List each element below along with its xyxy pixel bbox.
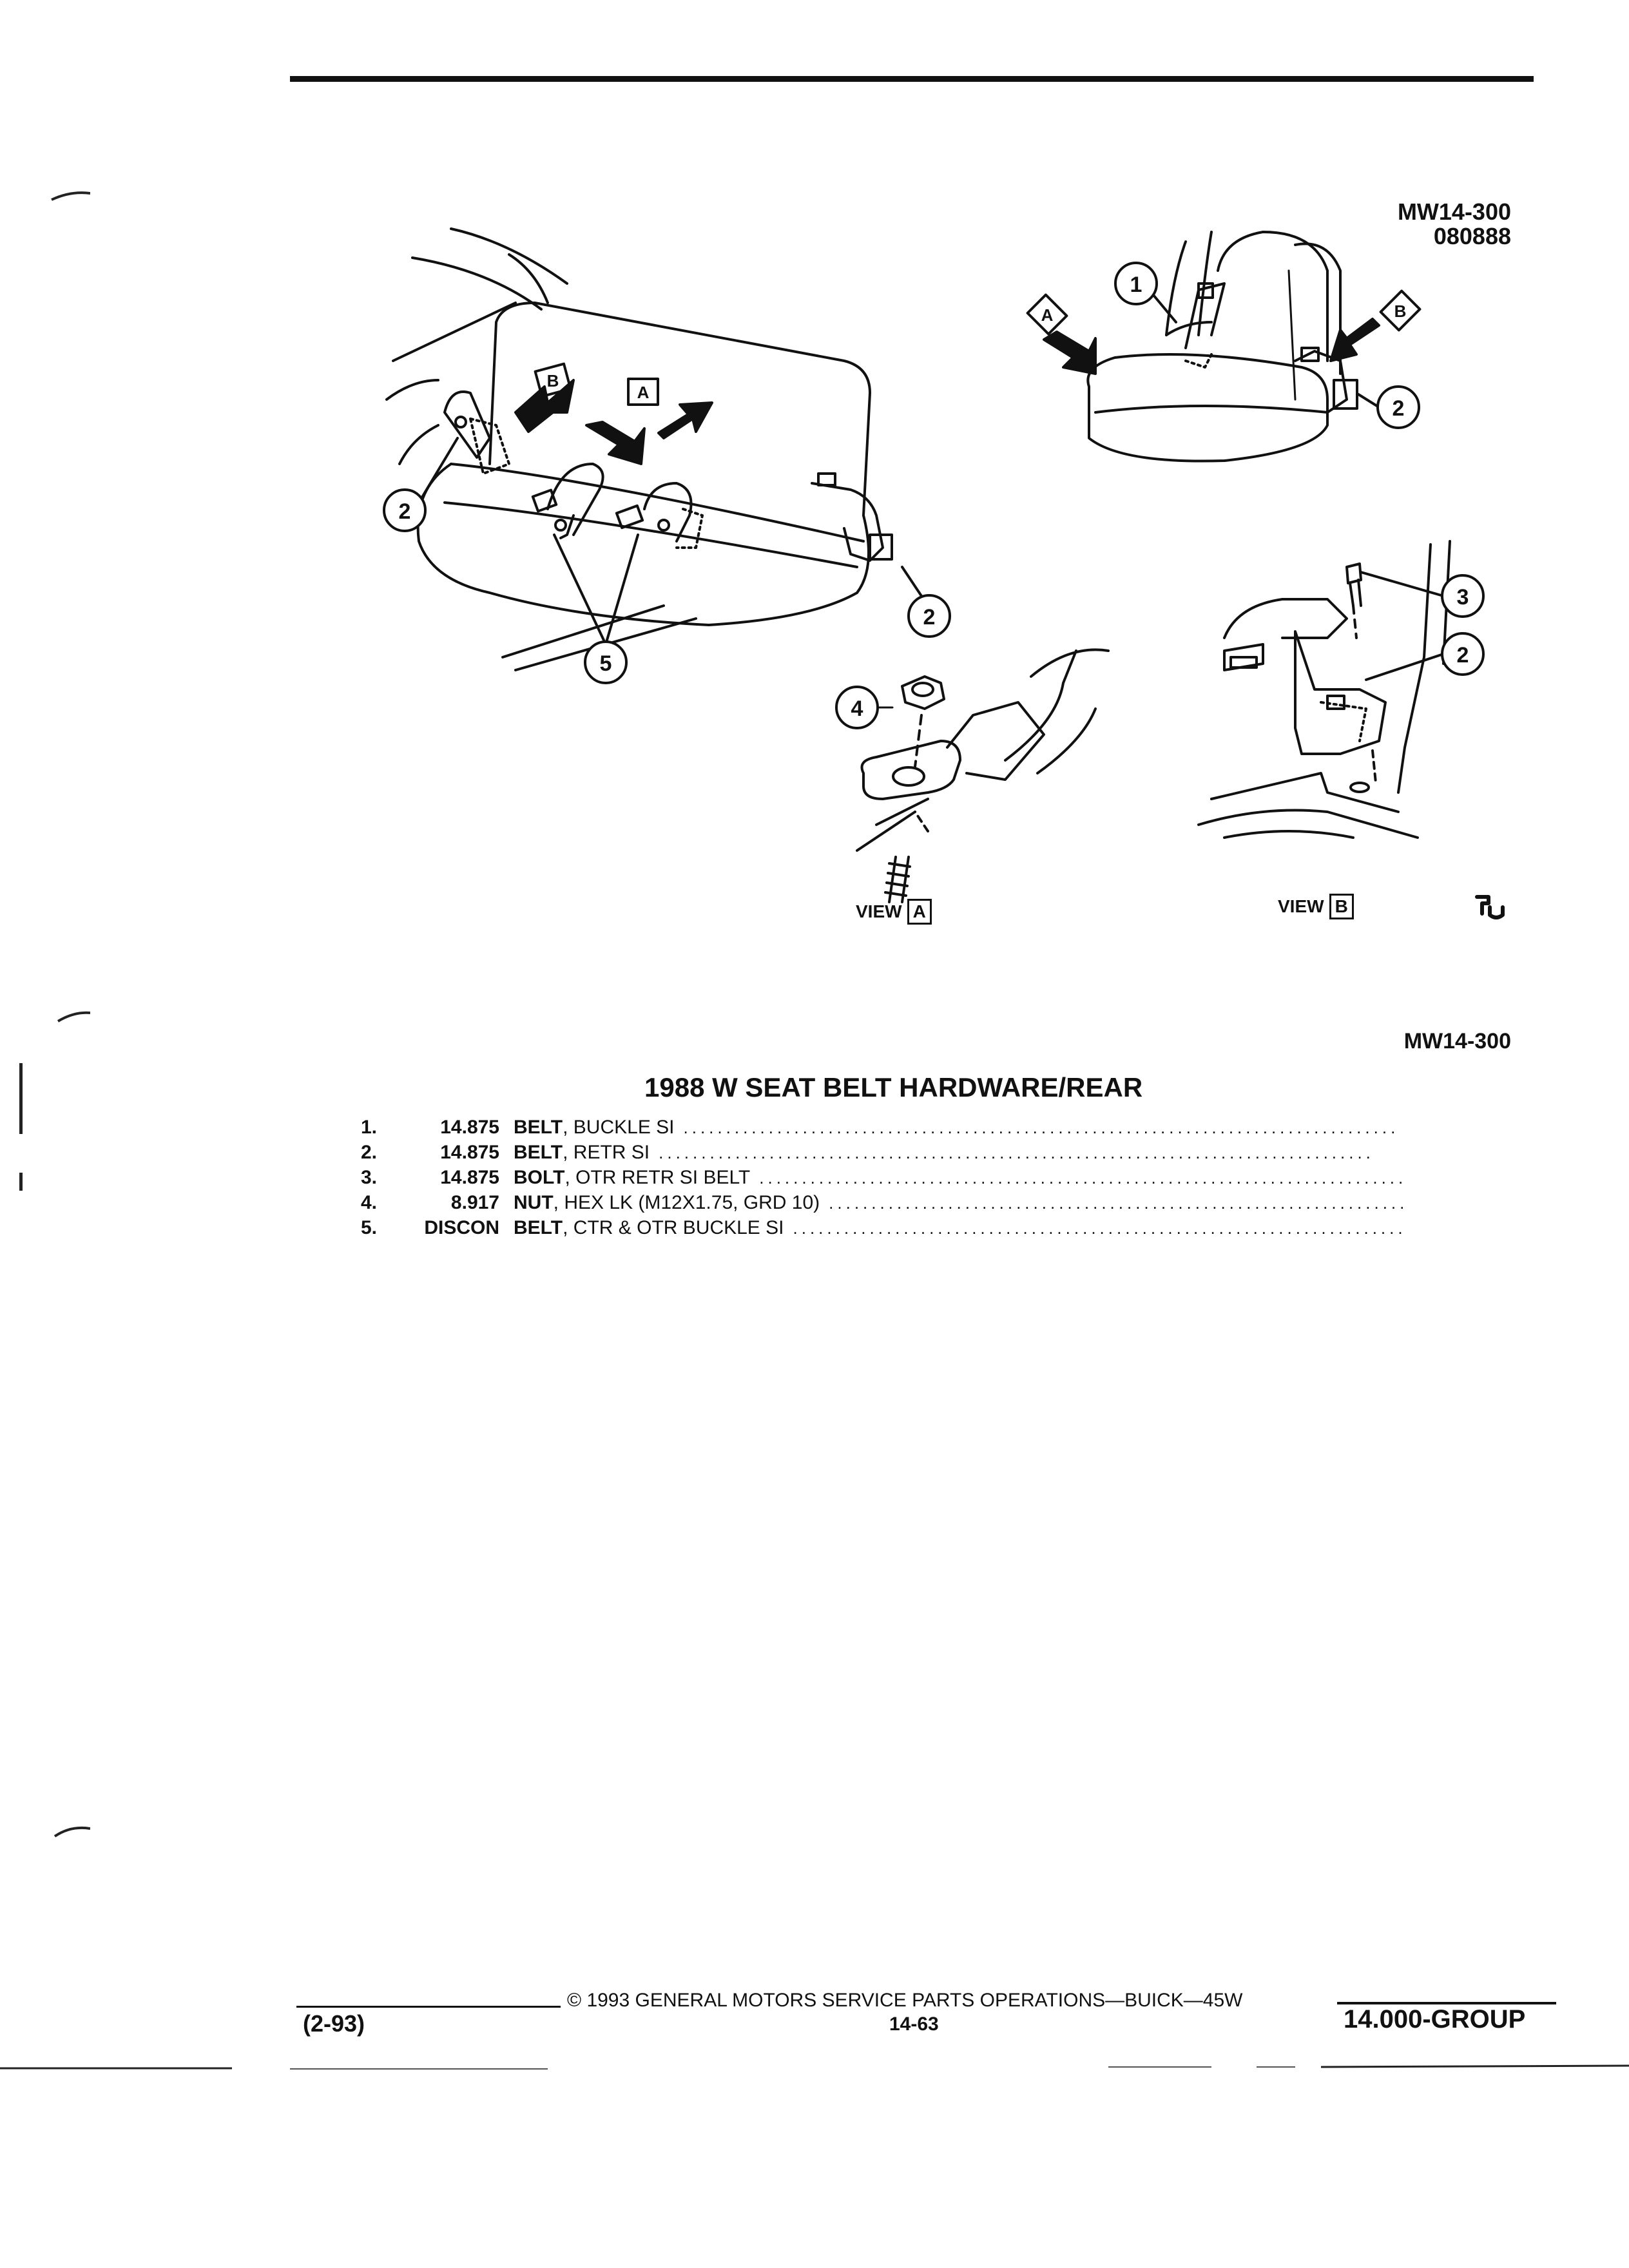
footer-date-code: (2-93) xyxy=(303,2010,365,2037)
part-qty: DISCON xyxy=(424,1217,499,1238)
svg-text:3: 3 xyxy=(1457,585,1469,610)
svg-text:1: 1 xyxy=(1130,273,1142,297)
part-name: NUT xyxy=(514,1192,554,1213)
list-item: 2. 14.875 BELT , RETR SI ...............… xyxy=(361,1142,1405,1167)
part-qty: 14.875 xyxy=(440,1167,499,1188)
part-qty: 8.917 xyxy=(450,1192,499,1213)
view-b-drawing xyxy=(1197,540,1451,839)
part-name: BELT xyxy=(514,1117,563,1138)
list-item: 4. 8.917 NUT , HEX LK (M12X1.75, GRD 10)… xyxy=(361,1192,1405,1217)
part-name: BOLT xyxy=(514,1167,565,1188)
footer-group: 14.000-GROUP xyxy=(1344,2005,1526,2033)
view-b-letter: B xyxy=(1329,894,1354,919)
svg-text:2: 2 xyxy=(923,605,936,629)
part-qty: 14.875 xyxy=(440,1117,499,1138)
svg-text:2: 2 xyxy=(1393,396,1405,421)
view-a-letter: A xyxy=(907,899,932,925)
leader-dots: ........................................… xyxy=(683,1118,1400,1137)
view-a-word: VIEW xyxy=(856,901,902,921)
callout-2-view-b: 2 xyxy=(1441,632,1485,676)
bucket-seat-drawing xyxy=(1026,231,1422,463)
part-number: 4. xyxy=(361,1192,378,1213)
part-desc: , CTR & OTR BUCKLE SI xyxy=(563,1217,784,1238)
figure-ref-date: 080888 xyxy=(1433,223,1511,249)
callout-1: 1 xyxy=(1114,262,1158,305)
figure-bottom-ref: MW14-300 xyxy=(1403,1029,1511,1053)
part-name: BELT xyxy=(514,1142,563,1163)
part-number: 2. xyxy=(361,1142,378,1163)
arrow-label-a-top: A xyxy=(1041,305,1054,325)
arrow-label-b-left: B xyxy=(547,371,559,390)
leader-dots: ........................................… xyxy=(759,1168,1405,1187)
callout-4: 4 xyxy=(835,686,879,729)
list-item: 5. DISCON BELT , CTR & OTR BUCKLE SI ...… xyxy=(361,1217,1405,1242)
callout-2-top-right: 2 xyxy=(1376,385,1420,429)
figure-ref-block: MW14-300 080888 xyxy=(1289,200,1511,249)
arrow-label-b-top: B xyxy=(1394,302,1407,321)
callout-2-right: 2 xyxy=(907,594,951,638)
leader-dots: ........................................… xyxy=(829,1193,1405,1213)
callout-3: 3 xyxy=(1441,574,1485,618)
list-item: 3. 14.875 BOLT , OTR RETR SI BELT ......… xyxy=(361,1167,1405,1192)
svg-text:5: 5 xyxy=(600,651,612,676)
parts-list: 1. 14.875 BELT , BUCKLE SI .............… xyxy=(361,1117,1405,1242)
margin-marks xyxy=(19,191,90,1838)
seat-belt-illustration: 2 2 5 1 2 4 3 2 A B A B xyxy=(383,227,1505,919)
callout-2-left: 2 xyxy=(383,488,427,532)
leader-dots: ........................................… xyxy=(793,1218,1405,1238)
footer-copyright: © 1993 GENERAL MOTORS SERVICE PARTS OPER… xyxy=(567,1990,1243,2011)
figure-ref-code: MW14-300 xyxy=(1397,198,1511,225)
footer-rule-right xyxy=(1337,2002,1556,2004)
svg-text:4: 4 xyxy=(851,697,863,721)
part-qty: 14.875 xyxy=(440,1142,499,1163)
footer-rule-left xyxy=(296,2006,561,2008)
part-number: 5. xyxy=(361,1217,378,1238)
callout-5: 5 xyxy=(584,640,628,684)
part-desc: , RETR SI xyxy=(563,1142,650,1163)
scan-edge-lines xyxy=(0,2064,1629,2070)
svg-text:2: 2 xyxy=(1457,643,1469,668)
footer-page-number: 14-63 xyxy=(889,2013,939,2035)
part-number: 1. xyxy=(361,1117,378,1138)
part-desc: , OTR RETR SI BELT xyxy=(564,1167,751,1188)
gm-mark-icon xyxy=(1475,895,1505,919)
header-rule xyxy=(290,76,1534,82)
section-title: 1988 W SEAT BELT HARDWARE/REAR xyxy=(644,1072,1143,1102)
part-number: 3. xyxy=(361,1167,378,1188)
part-desc: , HEX LK (M12X1.75, GRD 10) xyxy=(553,1192,820,1213)
list-item: 1. 14.875 BELT , BUCKLE SI .............… xyxy=(361,1117,1405,1142)
part-name: BELT xyxy=(514,1217,563,1238)
rear-seat-drawing xyxy=(385,227,929,671)
view-a-drawing xyxy=(856,648,1110,903)
svg-text:2: 2 xyxy=(399,499,411,524)
arrow-label-a-center: A xyxy=(637,383,650,402)
leader-dots: ........................................… xyxy=(659,1143,1374,1162)
part-desc: , BUCKLE SI xyxy=(563,1117,675,1138)
view-b-word: VIEW xyxy=(1278,896,1324,916)
